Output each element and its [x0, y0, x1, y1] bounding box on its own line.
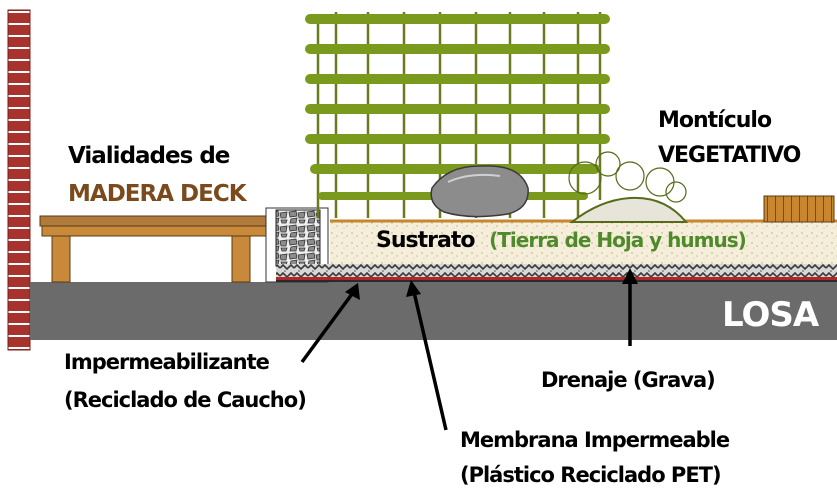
- waterproof-membrane: [276, 277, 837, 280]
- shrubs: [568, 151, 687, 203]
- impermeabilizante-text: Impermeabilizante: [64, 350, 270, 374]
- wooden-fence: [763, 195, 835, 223]
- madera-deck-label: MADERA DECK: [68, 181, 247, 207]
- sustrato-label: Sustrato (Tierra de Hoja y humus): [376, 228, 747, 253]
- vialidades-label: Vialidades de: [68, 143, 230, 169]
- rubber-waterproofing: [276, 280, 837, 282]
- losa-text: LOSA: [722, 295, 819, 335]
- impermeabilizante-detail: (Reciclado de Caucho): [64, 388, 307, 412]
- gravel-drainage-layer: [276, 264, 837, 278]
- vegetative-mound: [569, 196, 689, 223]
- brick-wall: [7, 9, 31, 351]
- vialidades-line1: Vialidades de: [68, 143, 230, 169]
- monticulo-label: Montículo: [658, 108, 772, 133]
- membrana-detail-label: (Plástico Reciclado PET): [460, 463, 722, 487]
- sustrato-detail: (Tierra de Hoja y humus): [489, 228, 747, 252]
- drenaje-label: Drenaje (Grava): [541, 368, 716, 392]
- impermeabilizante-label: Impermeabilizante: [64, 350, 270, 374]
- arrows: [300, 268, 638, 431]
- slab: [30, 282, 837, 340]
- vegetativo-label: VEGETATIVO: [658, 143, 801, 168]
- vegetativo-line2: VEGETATIVO: [658, 143, 801, 168]
- impermeabilizante-detail-label: (Reciclado de Caucho): [64, 388, 307, 412]
- madera-deck-text: MADERA DECK: [68, 181, 247, 207]
- membrana-label: Membrana Impermeable: [460, 428, 730, 452]
- membrana-detail: (Plástico Reciclado PET): [460, 463, 722, 487]
- monticulo-line1: Montículo: [658, 108, 772, 133]
- wooden-deck: [39, 215, 273, 283]
- substrate-layer: [330, 220, 837, 264]
- drenaje-text: Drenaje (Grava): [541, 368, 716, 392]
- sustrato-text: Sustrato: [376, 228, 475, 253]
- membrana-text: Membrana Impermeable: [460, 428, 730, 452]
- losa-label: LOSA: [722, 295, 819, 335]
